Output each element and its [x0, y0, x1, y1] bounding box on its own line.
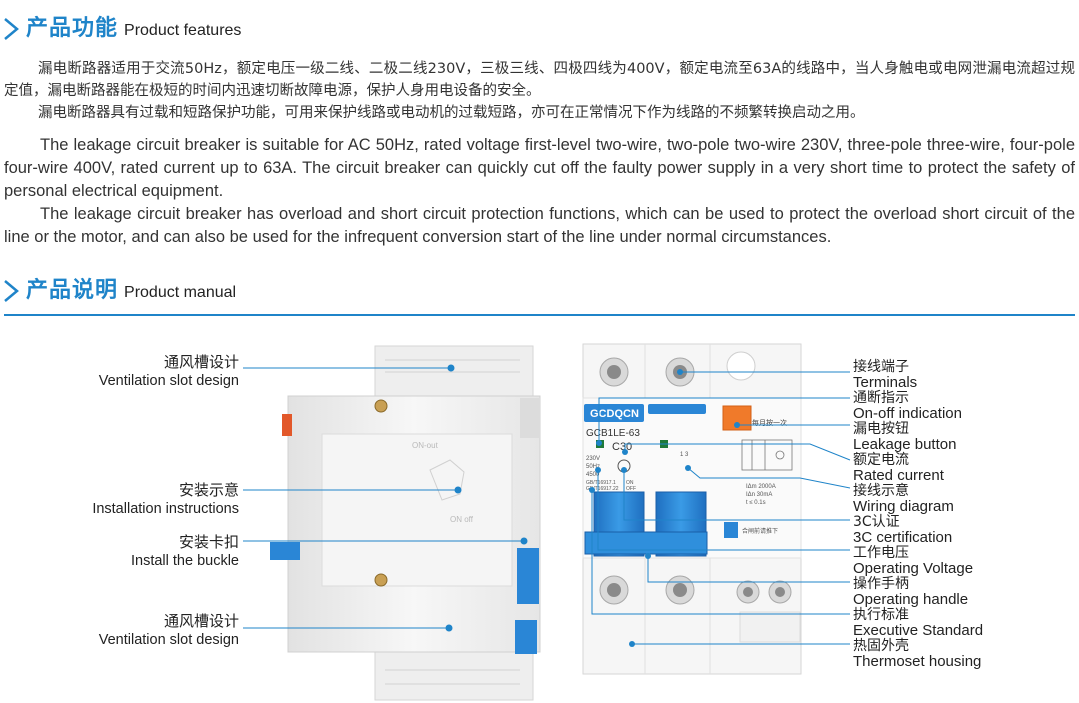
callout-en: Ventilation slot design [98, 632, 239, 648]
callout-on-off: 通断指示 On-off indication [853, 391, 962, 422]
param-im: IΔm 2000A [746, 484, 776, 490]
callout-rated-current: 额定电流 Rated current [853, 453, 944, 484]
callout-zh: 通风槽设计 [163, 612, 239, 630]
spec-voltage: 230V [586, 456, 600, 462]
features-en-paragraph-1: The leakage circuit breaker is suitable … [4, 136, 1075, 200]
on-mark: ON [626, 480, 634, 486]
features-zh-paragraph-2: 漏电断路器具有过载和短路保护功能，可用来保护线路或电动机的过载短路，亦可在正常情… [38, 105, 865, 121]
section-divider [4, 314, 1075, 316]
model-number: GCB1LE-63 [586, 428, 640, 439]
standard-1: GB/T16917.1 [586, 480, 616, 486]
callout-ventilation-top: 通风槽设计 Ventilation slot design [99, 353, 239, 390]
off-mark: OFF [626, 486, 636, 492]
side-mark-top: ON-out [412, 441, 439, 450]
callout-zh: 工作电压 [853, 545, 909, 561]
terminal-marks: 1 3 [680, 452, 689, 458]
brand-logo: GCDQCN [590, 408, 639, 420]
callout-standard: 执行标准 Executive Standard [853, 608, 983, 639]
callout-en: Operating handle [853, 591, 969, 608]
callout-zh: 安装卡扣 [178, 533, 239, 551]
callout-wiring: 接线示意 Wiring diagram [853, 484, 954, 515]
chevron-right-icon [4, 18, 19, 40]
callout-en: Wiring diagram [853, 498, 954, 515]
features-zh-paragraph-1: 漏电断路器适用于交流50Hz，额定电压一级二线、二极二线230V，三极三线、四极… [4, 61, 1075, 99]
manual-header: 产品说明 Product manual [0, 264, 236, 304]
callout-zh: 额定电流 [853, 452, 909, 468]
callout-installation: 安装示意 Installation instructions [92, 481, 239, 518]
callout-ventilation-bottom: 通风槽设计 Ventilation slot design [99, 612, 239, 649]
features-en-paragraph-2: The leakage circuit breaker has overload… [4, 205, 1075, 246]
buckle-right [517, 548, 539, 604]
callout-operating-handle: 操作手柄 Operating handle [853, 577, 968, 608]
callout-en: 3C certification [853, 529, 953, 546]
reset-button [724, 522, 738, 538]
features-title-zh: 产品功能 [26, 16, 119, 41]
callout-3c: 3C认证 3C certification [853, 515, 952, 546]
callout-zh: 接线示意 [853, 483, 909, 499]
param-t: t ≤ 0.1s [746, 500, 766, 506]
callout-en: Installation instructions [92, 501, 239, 517]
features-header: 产品功能 Product features [0, 2, 241, 42]
side-view: ON-out ON off [270, 345, 541, 701]
front-view: GCDQCN GCB1LE-63 C30 230V 50Hz 4500 GB/T… [582, 343, 802, 675]
callout-housing: 热固外壳 Thermoset housing [853, 639, 981, 670]
callout-en: Install the buckle [130, 553, 239, 569]
standard-2: GB/T16917.22 [586, 486, 619, 492]
callout-en: Rated current [853, 467, 944, 484]
monthly-test-note: 每月按一次 [752, 418, 787, 427]
callout-en: Leakage button [853, 436, 957, 453]
callout-en: On-off indication [853, 405, 962, 422]
manual-title-en: Product manual [124, 284, 237, 301]
callout-zh: 通风槽设计 [163, 353, 239, 371]
wiring-diagram [741, 439, 793, 471]
callout-leakage-button: 漏电按钮 Leakage button [853, 422, 956, 453]
param-in: IΔn 30mA [746, 492, 772, 498]
callout-en: Terminals [853, 374, 918, 391]
right-leader-dots [589, 369, 740, 647]
callout-zh: 通断指示 [853, 390, 909, 406]
test-button-side [282, 414, 292, 436]
callout-zh: 漏电按钮 [853, 421, 909, 437]
spec-frequency: 50Hz [586, 464, 600, 470]
callout-zh: 安装示意 [178, 481, 239, 499]
callout-en: Thermoset housing [853, 653, 982, 670]
side-mark-bottom: ON off [450, 515, 474, 524]
right-leaders [591, 371, 851, 645]
bottom-terminals [599, 575, 792, 605]
manual-title-zh: 产品说明 [26, 278, 119, 303]
callout-zh: 执行标准 [853, 607, 909, 623]
callout-en: Executive Standard [853, 622, 984, 639]
callout-zh: 热固外壳 [853, 638, 909, 654]
callout-terminals: 接线端子 Terminals [853, 360, 917, 391]
callout-buckle: 安装卡扣 Install the buckle [131, 533, 239, 570]
left-leaders [243, 364, 528, 632]
callout-operating-voltage: 工作电压 Operating Voltage [853, 546, 973, 577]
features-title-en: Product features [124, 22, 242, 39]
reset-note: 合闸前请推下 [742, 527, 778, 535]
callout-zh: 3C认证 [853, 514, 900, 530]
callout-en: Operating Voltage [853, 560, 974, 577]
rated-current-value: C30 [612, 441, 632, 453]
spec-breaking: 4500 [586, 472, 600, 478]
chevron-right-icon [4, 280, 19, 302]
callout-zh: 接线端子 [853, 359, 909, 375]
buckle-left [270, 542, 300, 560]
operating-handle [584, 491, 708, 557]
callout-en: Ventilation slot design [98, 373, 239, 389]
callout-zh: 操作手柄 [853, 576, 909, 592]
